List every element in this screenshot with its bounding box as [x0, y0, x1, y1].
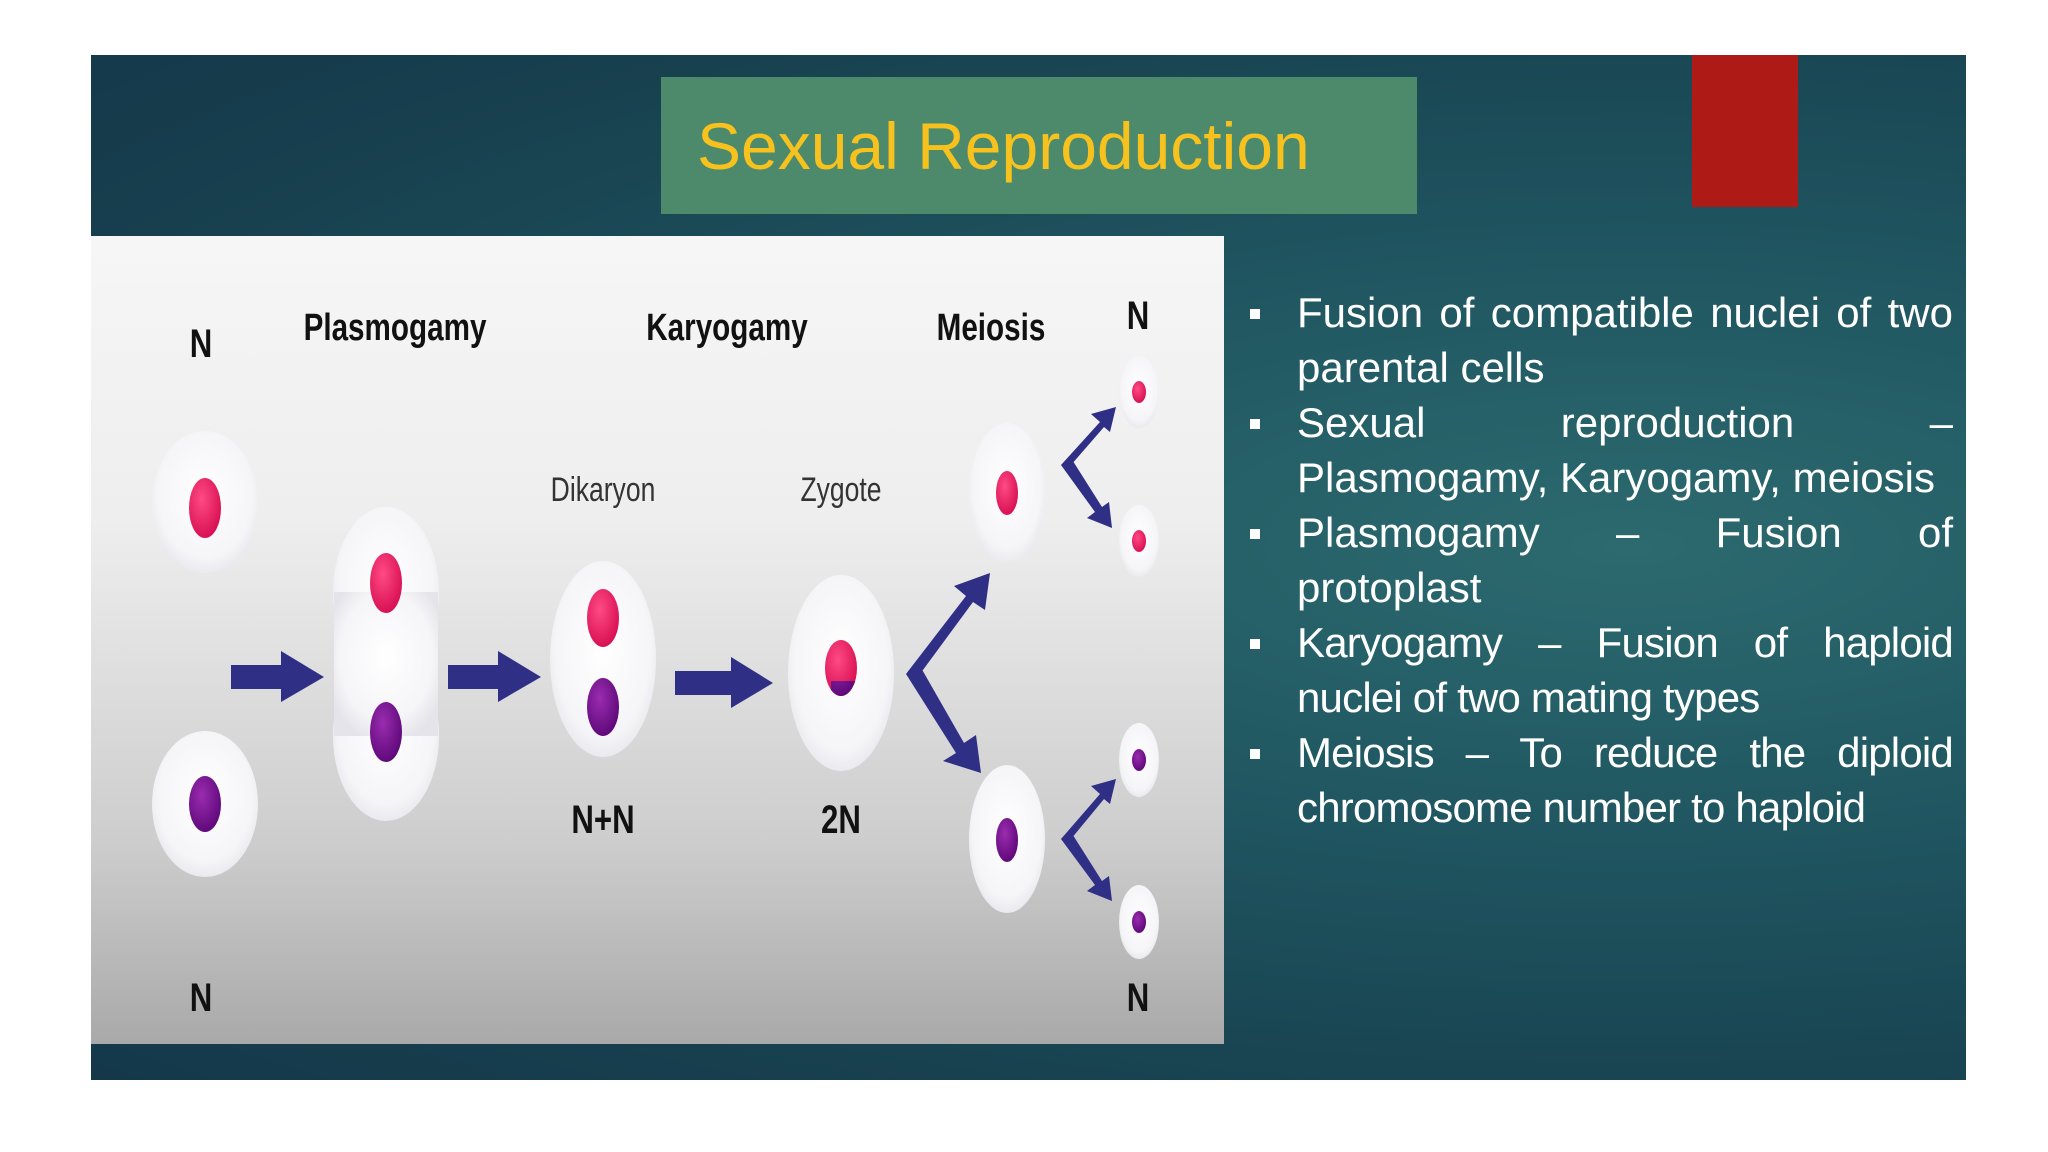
life-cycle-diagram: N N N N Plasmogamy Karyogamy Meiosis Dik… — [91, 236, 1224, 1044]
label-dikaryon: Dikaryon — [550, 471, 656, 509]
spore-2 — [1119, 505, 1159, 577]
square-bullet-icon — [1250, 309, 1260, 319]
label-2n: 2N — [821, 798, 861, 842]
label-n-bottom-right: N — [1126, 976, 1150, 1020]
diagram-drawing — [152, 356, 1159, 959]
bullet-item: Fusion of compatible nuclei of two paren… — [1237, 285, 1953, 395]
square-bullet-icon — [1250, 639, 1260, 649]
slide: Sexual Reproduction — [91, 55, 1966, 1080]
label-zygote: Zygote — [800, 471, 882, 509]
zygote-cell — [788, 575, 894, 771]
meiosis-ii-arrows-upper — [1061, 407, 1116, 528]
square-bullet-icon — [1250, 419, 1260, 429]
arrow-to-plasmogamy — [231, 651, 324, 702]
label-n-plus-n: N+N — [571, 798, 635, 842]
meiosis-branch-arrows — [906, 573, 990, 773]
bullet-item: Karyogamy – Fusion of haploid nuclei of … — [1237, 615, 1954, 725]
arrow-to-zygote — [675, 657, 773, 708]
accent-tab — [1692, 55, 1798, 207]
label-n-top-left: N — [189, 322, 213, 366]
label-plasmogamy: Plasmogamy — [303, 307, 487, 349]
spore-3 — [1119, 723, 1159, 797]
haploid-cell-pink — [152, 431, 258, 573]
spore-1 — [1119, 356, 1159, 428]
bullet-item: Plasmogamy – Fusion of protoplast — [1237, 505, 1953, 615]
meiosis-cell-upper — [969, 423, 1045, 563]
arrow-to-dikaryon — [448, 651, 541, 702]
bullet-item: Meiosis – To reduce the diploid chromoso… — [1237, 725, 1954, 835]
label-karyogamy: Karyogamy — [646, 307, 808, 349]
haploid-cell-purple — [152, 731, 258, 877]
bullet-item: Sexual reproduction – Plasmogamy, Karyog… — [1237, 395, 1953, 505]
label-n-top-right: N — [1126, 294, 1150, 338]
label-meiosis: Meiosis — [936, 307, 1046, 349]
slide-title: Sexual Reproduction — [697, 108, 1310, 183]
spore-4 — [1119, 885, 1159, 959]
plasmogamy-cell — [333, 507, 439, 821]
title-box: Sexual Reproduction — [661, 77, 1417, 214]
square-bullet-icon — [1250, 749, 1260, 759]
square-bullet-icon — [1250, 529, 1260, 539]
meiosis-ii-arrows-lower — [1061, 779, 1116, 901]
dikaryon-cell — [550, 561, 656, 757]
bullet-list: Fusion of compatible nuclei of two paren… — [1237, 285, 1954, 835]
meiosis-cell-lower — [969, 765, 1045, 913]
label-n-bottom-left: N — [189, 976, 213, 1020]
